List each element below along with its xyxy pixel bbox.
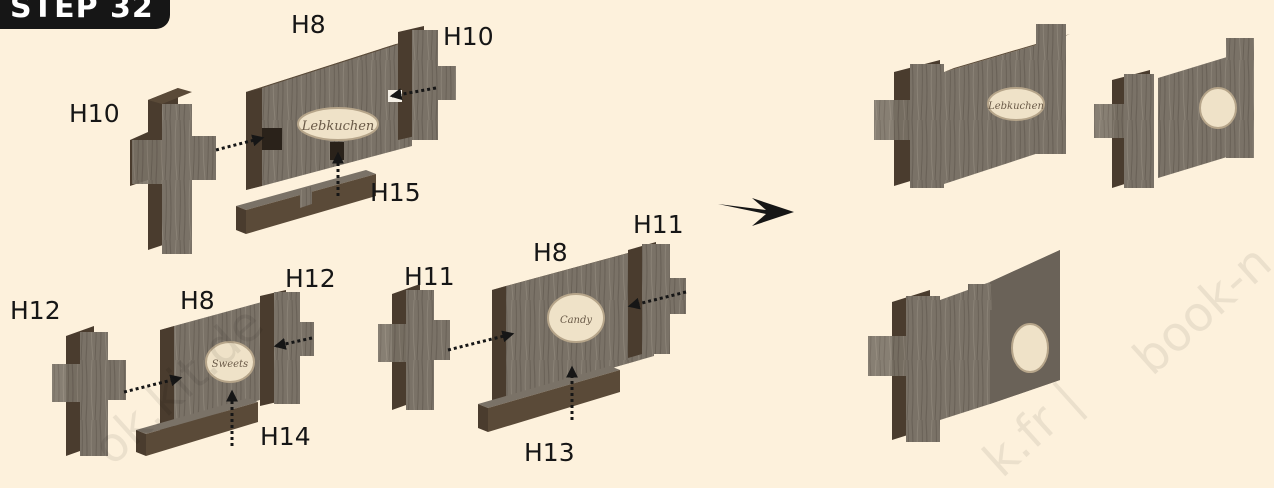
arrow-h11-right xyxy=(627,290,687,310)
piece-h13 xyxy=(478,366,620,432)
piece-h8-bc: Candy xyxy=(492,246,654,402)
piece-h10-right xyxy=(388,26,456,140)
label-bl-h12-left: H12 xyxy=(10,296,61,325)
label-top-h15: H15 xyxy=(370,178,421,207)
piece-h14 xyxy=(136,398,258,456)
step-badge: STEP 32 xyxy=(0,0,170,29)
svg-text:Candy: Candy xyxy=(560,315,592,326)
label-bc-h11-right: H11 xyxy=(633,210,684,239)
diagram-canvas: Lebkuchen xyxy=(52,24,1254,456)
top-exploded-group: Lebkuchen xyxy=(130,26,456,254)
arrow-h12-left xyxy=(123,374,183,394)
label-bl-h8: H8 xyxy=(180,286,215,315)
piece-h11-left xyxy=(378,284,450,410)
svg-text:Lebkuchen: Lebkuchen xyxy=(987,101,1044,112)
bottom-center-exploded-group: Candy xyxy=(378,242,687,432)
label-bc-h11-left: H11 xyxy=(404,262,455,291)
result-assembly-3 xyxy=(868,250,1060,442)
result-assembly-2 xyxy=(1094,38,1254,188)
piece-h11-right xyxy=(628,242,686,358)
piece-h10-left xyxy=(130,88,216,254)
result-assembly-1: Lebkuchen xyxy=(874,24,1070,188)
piece-h8-bl: Sweets xyxy=(160,296,284,432)
svg-text:Sweets: Sweets xyxy=(212,359,248,370)
label-bl-h12-right: H12 xyxy=(285,264,336,293)
bottom-left-exploded-group: Sweets xyxy=(52,290,314,456)
arrow-h10-left xyxy=(215,134,265,152)
label-bc-h13: H13 xyxy=(524,438,575,467)
label-bl-h14: H14 xyxy=(260,422,311,451)
arrow-h10-right xyxy=(389,86,437,101)
piece-h8-top: Lebkuchen xyxy=(246,40,412,190)
result-arrow-icon xyxy=(718,198,794,226)
label-top-h10-left: H10 xyxy=(69,99,120,128)
svg-text:Lebkuchen: Lebkuchen xyxy=(301,119,375,134)
label-bc-h8: H8 xyxy=(533,238,568,267)
piece-h12-left xyxy=(52,326,126,456)
label-top-h10-right: H10 xyxy=(443,22,494,51)
arrow-h11-left xyxy=(447,330,515,352)
piece-h15 xyxy=(236,170,376,234)
piece-h12-right xyxy=(260,290,314,406)
arrow-h12-right xyxy=(273,336,313,350)
label-top-h8: H8 xyxy=(291,10,326,39)
